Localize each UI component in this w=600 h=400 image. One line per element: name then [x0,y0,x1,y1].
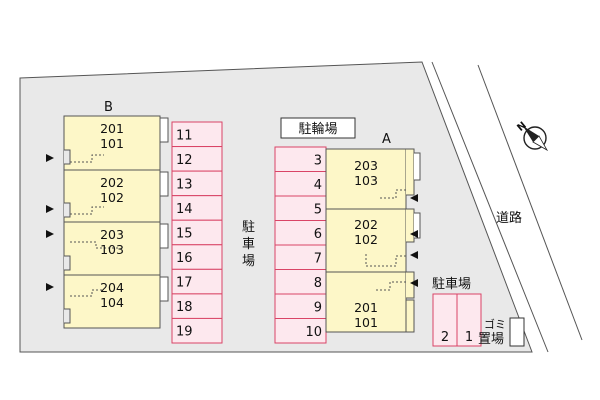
parking-stall [432,293,458,347]
parking-stall [274,171,327,197]
parking-stall-number: 18 [176,300,193,315]
entrance-arrow-icon [410,279,418,287]
parking-stall-number: 2 [441,330,449,345]
parking-stall-number: 9 [314,300,322,315]
unit-number: 203 [100,227,124,242]
entrance-arrow-icon [46,154,54,162]
parking-stall [171,121,223,148]
unit-number: 102 [100,190,124,205]
entrance-arrow-icon [410,194,418,202]
bicycle-parking-label: 駐輪場 [298,121,337,137]
parking-stall [171,293,223,319]
unit-number: 102 [354,232,378,247]
parking-label-vertical-2: 車 [242,237,255,252]
road-label: 道路 [496,210,522,226]
parking-stall-number: 1 [465,330,473,345]
parking-stall-number: 16 [176,251,193,266]
parking-stall [171,317,223,344]
parking-stall [171,268,223,295]
unit-number: 101 [354,315,378,330]
unit-number: 101 [100,136,124,151]
unit-number: 103 [100,242,124,257]
unit-number: 201 [100,121,124,136]
garbage-label-2: 置場 [478,332,504,347]
building-a [325,148,421,333]
parking-label-vertical-3: 場 [242,254,255,269]
unit-number: 104 [100,295,124,310]
parking-stall [274,269,327,295]
building-a-label: A [382,132,391,147]
parking-stall-number: 11 [176,128,193,143]
parking-stall [274,244,327,270]
entrance-arrow-icon [46,230,54,238]
bicycle-parking-box [280,117,356,139]
parking-stall-number: 12 [176,153,193,168]
parking-stall-number: 7 [314,251,322,266]
parking-stall-number: 13 [176,177,193,192]
entrance-arrow-icon [410,251,418,259]
parking-label-vertical-1: 駐 [242,220,255,235]
garbage-label-1: ゴミ [484,317,506,331]
unit-number: 202 [100,175,124,190]
road-edge-left [431,61,549,353]
parking-stall-number: 4 [314,178,322,193]
road-edge-right [477,64,583,341]
unit-number: 204 [100,280,124,295]
entrance-arrow-icon [46,283,54,291]
parking-stall [171,146,223,172]
unit-number: 202 [354,217,378,232]
parking-stall-number: 10 [305,325,322,340]
garbage-area-box [509,317,525,347]
parking-label-right: 駐車場 [432,277,471,292]
entrance-arrow-icon [410,230,418,238]
parking-stall-number: 5 [314,202,322,217]
parking-stall-number: 19 [176,325,193,340]
parking-stall-number: 17 [176,276,193,291]
entrance-arrow-icon [46,205,54,213]
building-b-label: B [104,100,113,115]
parking-stall-number: 15 [176,227,193,242]
parking-stall [171,244,223,270]
parking-stall-number: 6 [314,227,322,242]
parking-stall [456,293,482,347]
unit-number: 103 [354,173,378,188]
compass-icon [523,126,549,152]
parking-stall [171,195,223,221]
parking-stall-number: 8 [314,276,322,291]
parking-stall-number: 3 [314,153,322,168]
parking-stall [274,293,327,319]
unit-number: 203 [354,158,378,173]
parking-stall [274,220,327,246]
unit-number: 201 [354,300,378,315]
building-b [63,115,169,329]
parking-stall-number: 14 [176,202,193,217]
